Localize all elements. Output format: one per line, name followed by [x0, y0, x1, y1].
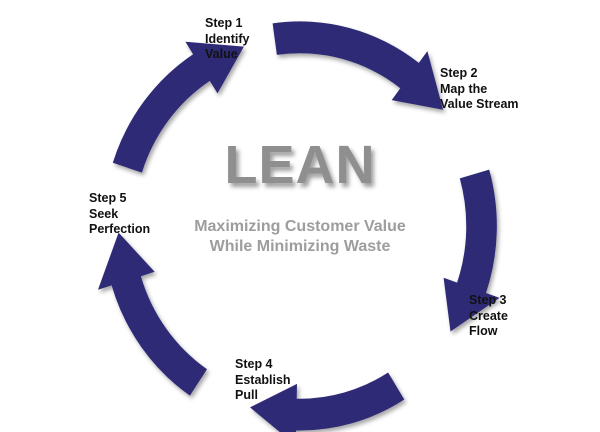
step-4-text-line-1: Establish — [235, 372, 291, 387]
step-3-text-line-2: Flow — [469, 324, 498, 338]
step-1-text-line-2: Value — [205, 47, 238, 61]
step-2-text-line-1: Map the — [440, 81, 488, 96]
step-2-label: Step 2 Map the Value Stream — [440, 66, 519, 113]
step-2-text-line-2: Value Stream — [440, 97, 519, 111]
tagline-line-2: While Minimizing Waste — [209, 238, 391, 255]
step-2-number: Step 2 — [440, 66, 478, 80]
step-5-number: Step 5 — [89, 191, 127, 205]
step-5-label: Step 5 Seek Perfection — [89, 191, 150, 238]
step-1-label: Step 1 Identify Value — [205, 16, 249, 63]
step-1-number: Step 1 — [205, 16, 243, 30]
step-1-text-line-1: Identify — [205, 31, 250, 46]
step-4-text-line-2: Pull — [235, 388, 258, 402]
step-4-label: Step 4 Establish Pull — [235, 357, 291, 404]
arrow-step1-to-step2 — [272, 21, 444, 110]
arrow-step4-to-step5 — [98, 232, 207, 396]
arrow-step2-to-step3 — [443, 169, 500, 332]
arrow-layer — [98, 21, 500, 432]
step-5-text-line-2: Perfection — [89, 222, 151, 236]
lean-title: LEAN — [224, 135, 376, 195]
arrow-step3-to-step4 — [250, 372, 405, 432]
step-4-number: Step 4 — [235, 357, 273, 371]
arrow-step5-to-step1 — [112, 41, 244, 173]
step-5-text-line-1: Seek — [89, 206, 119, 221]
tagline: Maximizing Customer Value While Minimizi… — [150, 217, 450, 257]
step-3-text-line-1: Create — [469, 308, 508, 323]
step-3-label: Step 3 Create Flow — [469, 293, 508, 340]
step-3-number: Step 3 — [469, 293, 507, 307]
tagline-line-1: Maximizing Customer Value — [194, 218, 406, 235]
